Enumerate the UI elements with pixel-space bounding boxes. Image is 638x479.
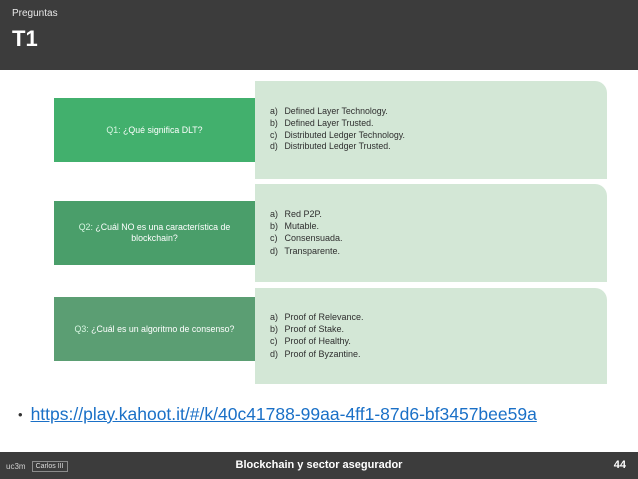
answer-option: c) Distributed Ledger Technology.	[270, 129, 405, 140]
page-number: 44	[613, 459, 626, 471]
answers-card-q1: a) Defined Layer Technology. b) Defined …	[255, 81, 607, 179]
uc3m-logo: uc3m	[6, 461, 26, 471]
answer-option: a) Red P2P.	[270, 209, 322, 219]
question-text: ¿Cuál es un algoritmo de consenso?	[91, 323, 235, 334]
question-text: ¿Qué significa DLT?	[123, 124, 203, 135]
answers-list-q3: a) Proof of Relevance. b) Proof of Stake…	[270, 311, 364, 360]
bullet-icon: •	[18, 407, 23, 422]
question-box-q2: Q2: ¿Cuál NO es una característica de bl…	[54, 201, 255, 265]
answers-card-q2: a) Red P2P. b) Mutable. c) Consensuada. …	[255, 184, 607, 282]
answer-option: d) Distributed Ledger Trusted.	[270, 141, 391, 152]
answers-card-q3: a) Proof of Relevance. b) Proof of Stake…	[255, 288, 607, 384]
answer-option: b) Proof of Stake.	[270, 324, 345, 335]
answer-option: d) Proof of Byzantine.	[270, 348, 361, 359]
slide-header: Preguntas T1	[0, 0, 638, 70]
slide-footer: uc3m Carlos III Blockchain y sector aseg…	[0, 452, 638, 479]
answers-list-q2: a) Red P2P. b) Mutable. c) Consensuada. …	[270, 208, 343, 257]
question-id: Q3:	[74, 323, 89, 334]
answer-option: c) Consensuada.	[270, 233, 343, 244]
answer-option: d) Transparente.	[270, 245, 341, 256]
kahoot-link[interactable]: https://play.kahoot.it/#/k/40c41788-99aa…	[30, 404, 537, 424]
question-box-q1: Q1: ¿Qué significa DLT?	[54, 98, 255, 162]
answer-option: a) Defined Layer Technology.	[270, 106, 388, 116]
question-box-q3: Q3: ¿Cuál es un algoritmo de consenso?	[54, 297, 255, 361]
kahoot-link-row: • https://play.kahoot.it/#/k/40c41788-99…	[18, 404, 537, 425]
section-label: Preguntas	[12, 8, 58, 19]
footer-title: Blockchain y sector asegurador	[235, 459, 403, 471]
question-id: Q1:	[106, 124, 121, 135]
answer-option: a) Proof of Relevance.	[270, 312, 364, 322]
answer-option: c) Proof of Healthy.	[270, 336, 351, 347]
university-logos: uc3m Carlos III	[6, 458, 68, 474]
slide-title: T1	[12, 26, 38, 51]
answers-list-q1: a) Defined Layer Technology. b) Defined …	[270, 106, 405, 153]
carlos-iii-logo: Carlos III	[31, 460, 68, 472]
answer-option: b) Mutable.	[270, 221, 320, 232]
answer-option: b) Defined Layer Trusted.	[270, 117, 374, 128]
question-id: Q2:	[78, 222, 93, 232]
question-text: ¿Cuál NO es una característica de blockc…	[95, 222, 231, 243]
